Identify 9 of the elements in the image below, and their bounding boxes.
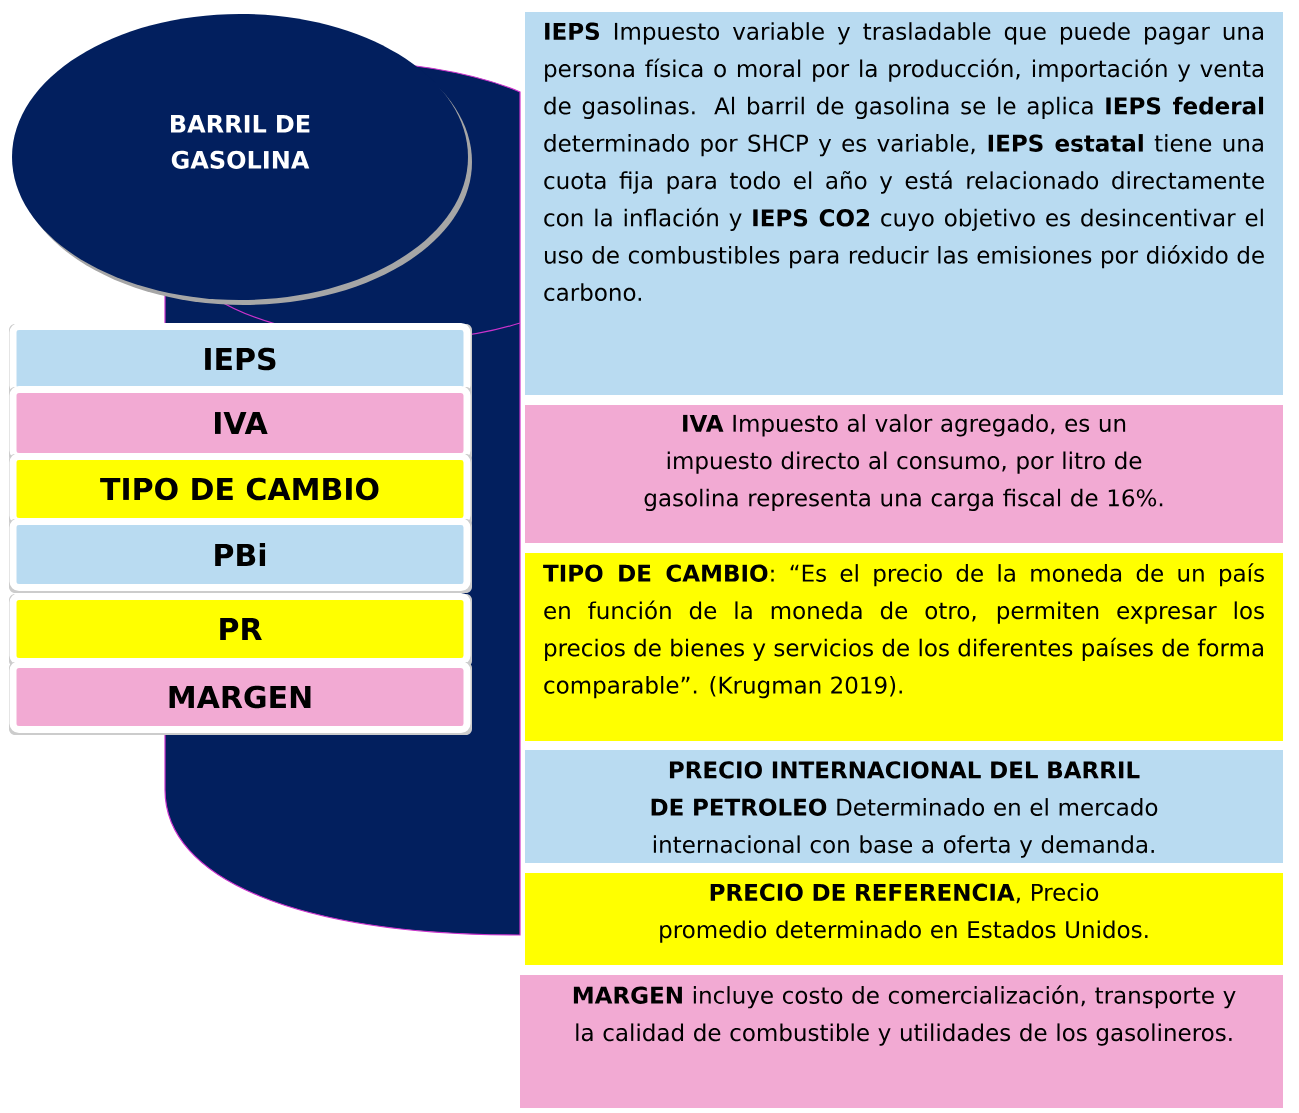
tag-box: MARGEN: [9, 661, 472, 735]
definition-box: IEPS Impuesto variable y trasladable que puede pagar una persona física o moral por la producción, importación y venta de gasolinas. Al barril de gasolina se le aplica IEPS federal determinado por SHCP y es variable, IEPS estatal tiene una cuota fija para todo el año y está relacionado directamente con la inflación y IEPS CO2 cuyo objetivo es desincentivar el uso de combustibles para reducir las emisiones por dióxido de carbono.: [525, 12, 1283, 395]
definition-box: PRECIO INTERNACIONAL DEL BARRIL DE PETROLEO Determinado en el mercado internacional con base a oferta y demanda.: [525, 750, 1283, 863]
definition-box: IVA Impuesto al valor agregado, es un impuesto directo al consumo, por litro de gasolina representa una carga fiscal de 16%.: [525, 405, 1283, 543]
definition-box: MARGEN incluye costo de comercialización, transporte y la calidad de combustible y utilidades de los gasolineros.: [520, 975, 1283, 1108]
definition-box: PRECIO DE REFERENCIA, Precio promedio determinado en Estados Unidos.: [525, 873, 1283, 965]
tag-box: PR: [9, 593, 472, 667]
definition-box: TIPO DE CAMBIO: “Es el precio de la moneda de un país en función de la moneda de otro, permiten expresar los precios de bienes y servicios de los diferentes países de forma comparable”. (Krugman 2019).: [525, 553, 1283, 741]
tag-box: PBi: [9, 518, 472, 593]
